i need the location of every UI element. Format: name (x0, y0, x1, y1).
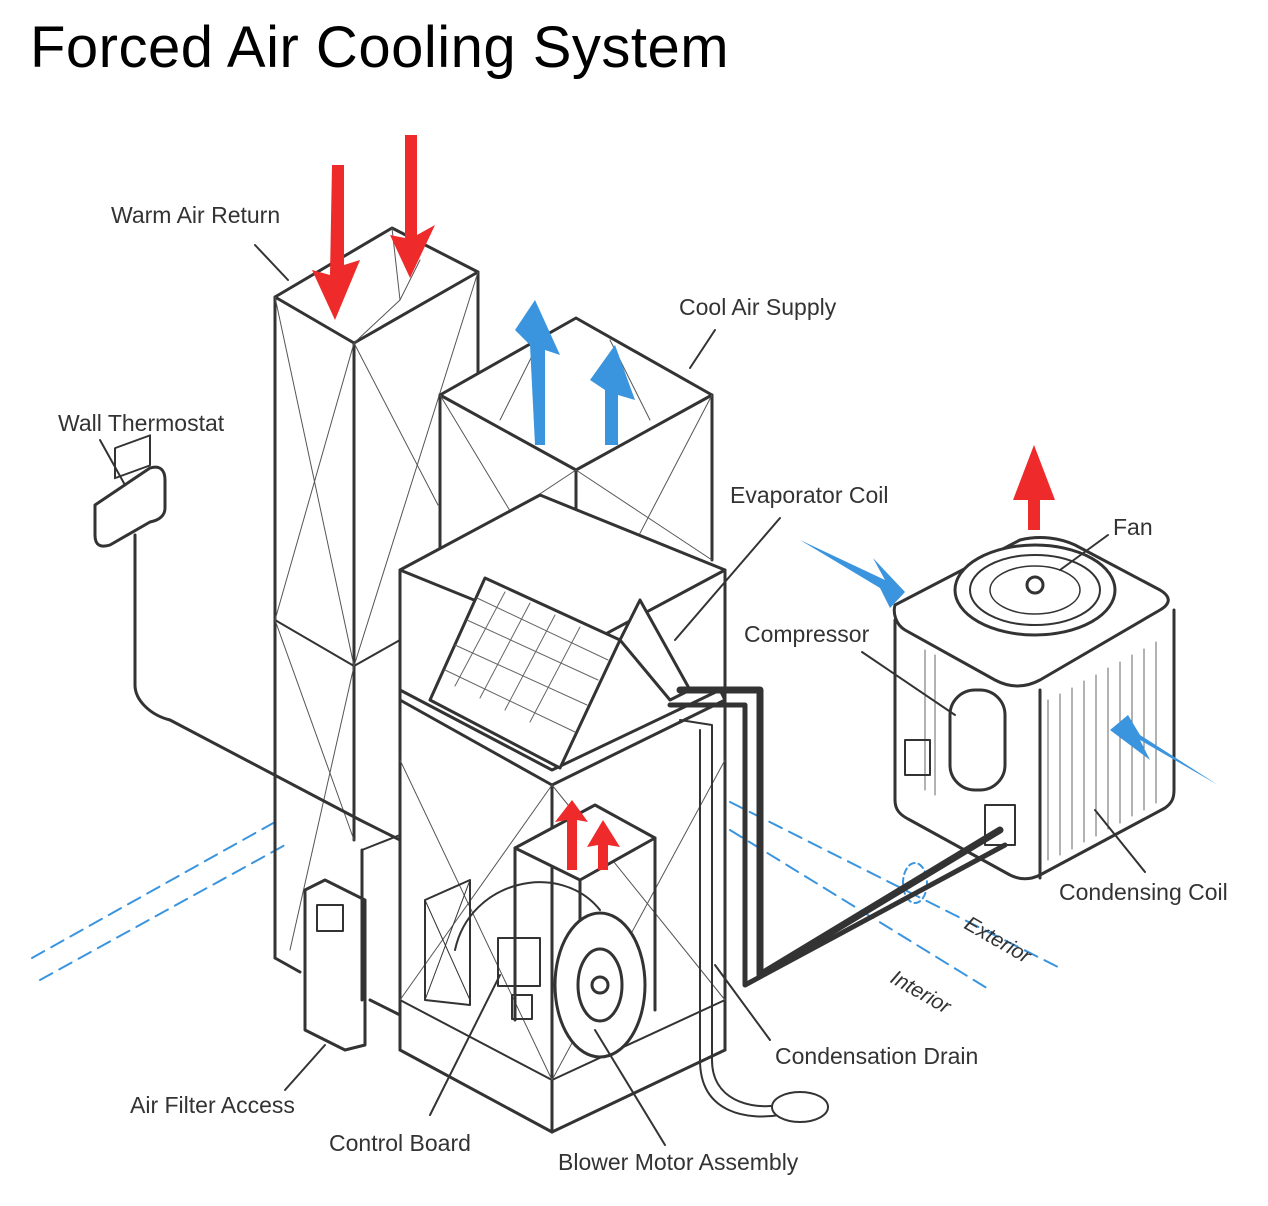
diagram-title: Forced Air Cooling System (30, 15, 730, 80)
label-cool-air-supply: Cool Air Supply (679, 294, 837, 320)
warm-air-arrow-5 (1013, 445, 1055, 530)
cool-air-arrow-4 (1110, 715, 1218, 785)
cool-air-arrow-2 (590, 345, 635, 445)
label-warm-air-return: Warm Air Return (111, 202, 281, 228)
label-condensation-drain: Condensation Drain (775, 1043, 979, 1069)
label-compressor: Compressor (744, 621, 870, 647)
label-evaporator-coil: Evaporator Coil (730, 482, 889, 508)
wall-penetration-ring (902, 862, 928, 904)
evaporator-coil (428, 576, 692, 770)
warm-air-arrow-4 (587, 820, 620, 870)
air-filter-access-panel (303, 834, 402, 1052)
warm-air-arrow-3 (555, 800, 588, 870)
cool-air-arrows (515, 300, 1218, 785)
warm-air-arrow-2 (390, 135, 435, 278)
wall-boundary-lines (31, 801, 1061, 991)
blower-motor-assembly (424, 803, 657, 1059)
refrigerant-lines (667, 686, 1008, 988)
label-fan: Fan (1113, 514, 1153, 540)
condenser-unit (892, 536, 1176, 881)
label-wall-thermostat: Wall Thermostat (58, 410, 225, 436)
label-blower-motor-assembly: Blower Motor Assembly (558, 1149, 799, 1175)
warm-air-arrow-1 (312, 165, 360, 320)
wall-thermostat-device (93, 434, 402, 842)
cool-air-arrow-1 (515, 300, 560, 445)
warm-air-arrows (312, 135, 1055, 870)
label-condensing-coil: Condensing Coil (1059, 879, 1228, 905)
condensation-drain-pipe (679, 719, 829, 1123)
leader-lines (99, 244, 1146, 1146)
label-air-filter-access: Air Filter Access (130, 1092, 295, 1118)
warm-air-return-duct (273, 226, 480, 974)
cool-air-arrow-3 (800, 540, 905, 608)
label-control-board: Control Board (329, 1130, 471, 1156)
